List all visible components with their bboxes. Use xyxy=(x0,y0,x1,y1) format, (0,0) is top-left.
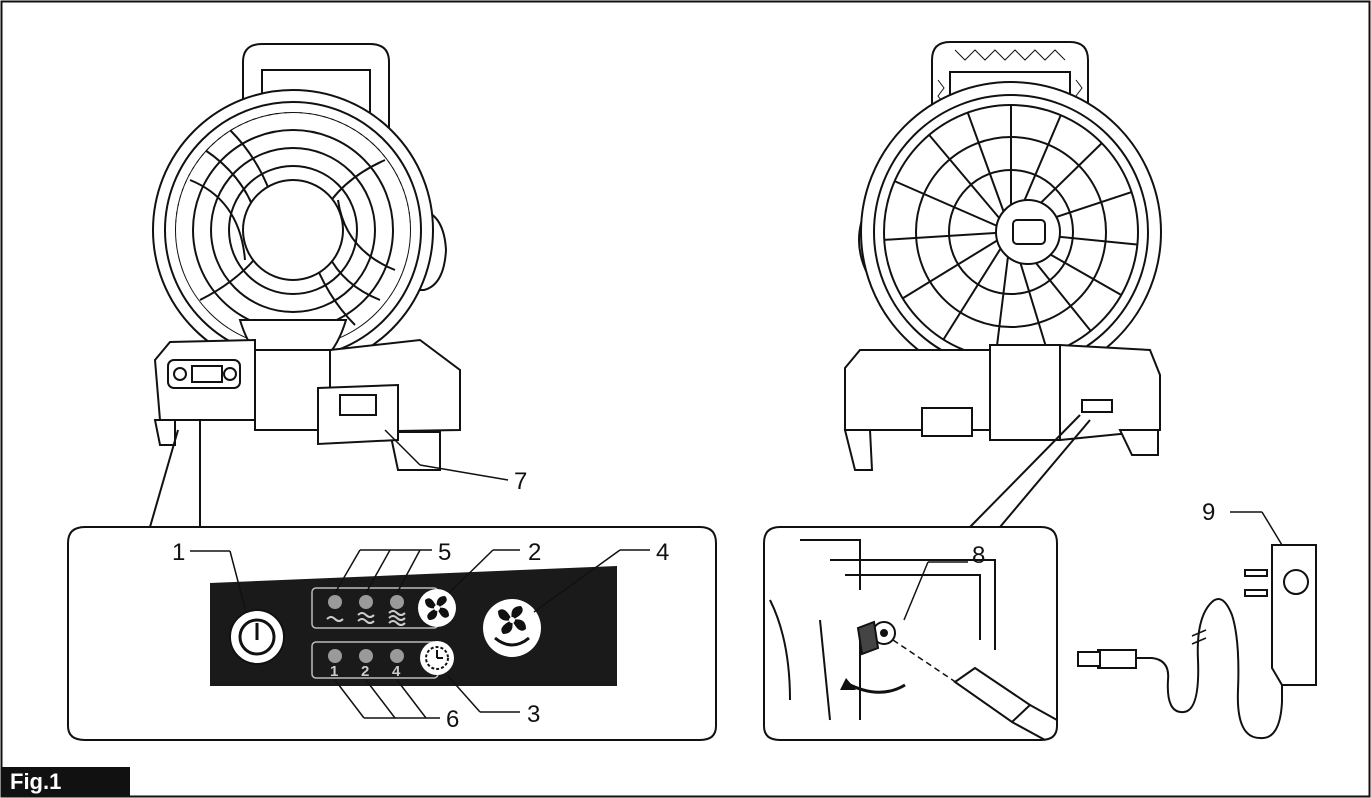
timer-led-4 xyxy=(390,649,404,663)
callout-label-3: 3 xyxy=(527,701,540,728)
wind-low-icon xyxy=(326,616,344,622)
wind-high-icon xyxy=(388,610,406,626)
figure-label-text: Fig.1 xyxy=(10,769,61,794)
dc-jack[interactable] xyxy=(856,620,896,656)
control-panel-zoom: 1 2 4 xyxy=(67,526,717,741)
callout-label-6: 6 xyxy=(446,706,459,733)
zoom-leaders-right xyxy=(969,414,1091,528)
callout-label-1: 1 xyxy=(172,539,185,566)
timer-digit-4: 4 xyxy=(392,663,401,680)
timer-digit-1: 1 xyxy=(330,663,338,680)
speed-led-mid xyxy=(359,595,373,609)
dc-jack-zoom: 8 xyxy=(763,526,1058,741)
callout-label-2: 2 xyxy=(528,539,541,566)
callout-label-7: 7 xyxy=(514,468,527,495)
callout-9: 9 xyxy=(1202,499,1283,546)
fan-icon xyxy=(425,596,449,620)
speed-led-low xyxy=(328,595,342,609)
ac-adapter xyxy=(1077,544,1317,740)
timer-led-1 xyxy=(328,649,342,663)
timer-digit-2: 2 xyxy=(361,663,369,680)
fan-speed-button[interactable] xyxy=(418,589,456,627)
callout-label-8: 8 xyxy=(972,542,985,569)
callout-label-4: 4 xyxy=(656,539,669,566)
callout-7: 7 xyxy=(384,429,527,495)
wind-mid-icon xyxy=(357,612,375,624)
figure-label: Fig.1 xyxy=(2,767,130,796)
rotate-arrow-icon xyxy=(847,682,906,694)
timer-led-2 xyxy=(359,649,373,663)
fan-rear-view xyxy=(843,41,1162,471)
timer-button[interactable] xyxy=(420,641,454,675)
speed-led-high xyxy=(390,595,404,609)
swing-icon xyxy=(498,606,526,634)
power-button[interactable] xyxy=(229,609,285,665)
callout-label-5: 5 xyxy=(438,539,451,566)
callout-label-9: 9 xyxy=(1202,499,1215,526)
zoom-leaders-left xyxy=(149,420,201,528)
swing-button[interactable] xyxy=(483,599,541,657)
power-icon xyxy=(238,618,276,656)
fan-front-view xyxy=(152,43,461,471)
timer-icon xyxy=(425,646,449,670)
